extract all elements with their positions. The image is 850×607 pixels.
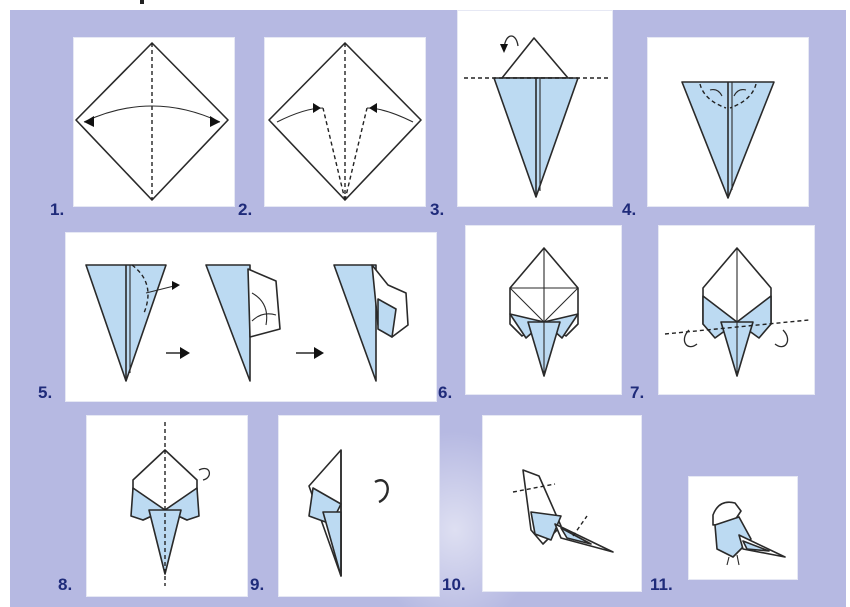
step-10-panel [482, 415, 642, 592]
step-1-panel [73, 37, 235, 207]
step-11-number: 11. [650, 575, 673, 594]
step-1-figure [75, 42, 229, 201]
step-4-panel [647, 37, 809, 207]
step-1-number: 1. [50, 200, 65, 219]
step-10-figure [512, 469, 614, 553]
step-4-figure [681, 81, 775, 199]
step-6-number: 6. [438, 383, 453, 402]
step-6-figure [509, 247, 579, 377]
origami-instructions-diagram: 1. 2. 3. [10, 10, 846, 607]
step-2-figure [268, 42, 422, 201]
step-7-figure [664, 247, 810, 377]
step-11-figure [712, 501, 786, 566]
step-2-number: 2. [238, 200, 253, 219]
step-7-number: 7. [630, 383, 645, 402]
step-9-figure [308, 449, 389, 577]
step-3-figure [464, 35, 608, 198]
step-10-number: 10. [442, 575, 466, 594]
step-3-number: 3. [430, 200, 445, 219]
step-5-panel [65, 232, 437, 402]
step-3-panel [457, 10, 613, 207]
step-4-number: 4. [622, 200, 637, 219]
step-11-panel [688, 476, 798, 580]
step-2-panel [264, 37, 426, 207]
step-5-number: 5. [38, 383, 53, 402]
step-9-panel [278, 415, 440, 597]
step-9-number: 9. [250, 575, 265, 594]
step-5-figure [85, 264, 409, 382]
stray-dot [140, 0, 144, 4]
step-7-panel [658, 225, 815, 395]
step-6-panel [465, 225, 622, 395]
step-8-panel [86, 415, 248, 597]
step-8-number: 8. [58, 575, 73, 594]
step-8-figure [130, 422, 210, 586]
